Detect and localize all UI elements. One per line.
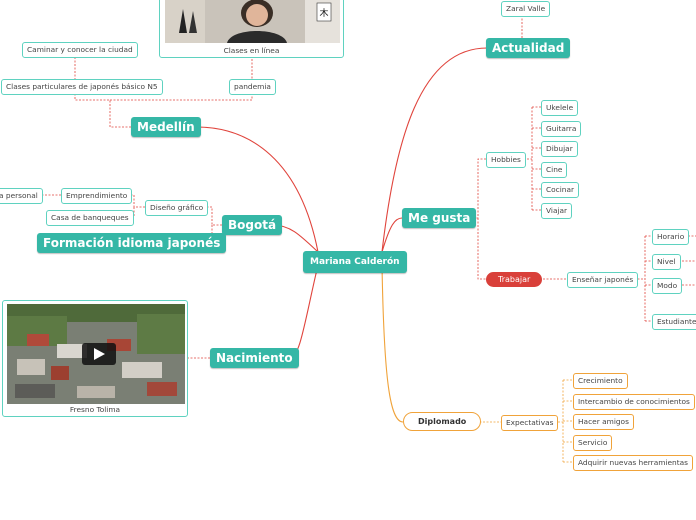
leaf-modo[interactable]: Modo [652, 278, 683, 294]
subtopic-hobbies[interactable]: Hobbies [486, 152, 526, 168]
subtopic-trabajar[interactable]: Trabajar [486, 272, 543, 287]
image-clases-en-linea[interactable]: 木 Clases en línea [159, 0, 344, 58]
leaf-estudiantes[interactable]: Estudiantes [652, 314, 696, 330]
leaf-pandemia[interactable]: pandemia [229, 79, 276, 95]
leaf-hobby-ukelele[interactable]: Ukelele [541, 100, 579, 116]
leaf-emprendimiento[interactable]: Emprendimiento [61, 188, 133, 204]
svg-text:木: 木 [319, 7, 328, 19]
topic-medellin[interactable]: Medellín [131, 117, 201, 137]
subtopic-ensenar-japones[interactable]: Enseñar japonés [567, 272, 639, 288]
topic-actualidad[interactable]: Actualidad [486, 38, 571, 58]
leaf-servicio[interactable]: Servicio [573, 435, 613, 451]
subtopic-expectativas[interactable]: Expectativas [501, 415, 559, 431]
leaf-hobby-viajar[interactable]: Viajar [541, 203, 573, 219]
central-topic[interactable]: Mariana Calderón [303, 251, 407, 273]
subtopic-diseno-grafico[interactable]: Diseño gráfico [145, 200, 209, 216]
leaf-hacer-amigos[interactable]: Hacer amigos [573, 414, 634, 430]
leaf-caminar[interactable]: Caminar y conocer la ciudad [22, 42, 138, 58]
leaf-horario[interactable]: Horario [652, 229, 690, 245]
leaf-herramientas[interactable]: Adquirir nuevas herramientas [573, 455, 694, 471]
leaf-hobby-cocinar[interactable]: Cocinar [541, 182, 580, 198]
leaf-zaral-valle[interactable]: Zaral Valle [501, 1, 551, 17]
image-caption-fresno: Fresno Tolima [69, 405, 121, 414]
leaf-nivel[interactable]: Nivel [652, 254, 681, 270]
leaf-hobby-dibujar[interactable]: Dibujar [541, 141, 578, 157]
leaf-clases-particulares[interactable]: Clases particulares de japonés básico N5 [1, 79, 163, 95]
town-aerial-video [7, 304, 185, 404]
topic-diplomado[interactable]: Diplomado [403, 412, 482, 431]
leaf-crecimiento[interactable]: Crecimiento [573, 373, 628, 389]
video-call-photo: 木 [165, 0, 340, 43]
leaf-hobby-guitarra[interactable]: Guitarra [541, 121, 582, 137]
leaf-casa-banqueques[interactable]: Casa de banqueques [46, 210, 134, 226]
leaf-marca-personal[interactable]: a personal [0, 188, 43, 204]
topic-bogota[interactable]: Bogotá [222, 215, 283, 235]
image-caption-clases: Clases en línea [223, 46, 280, 55]
leaf-intercambio[interactable]: Intercambio de conocimientos [573, 394, 695, 410]
image-fresno-tolima[interactable]: Fresno Tolima [2, 300, 188, 417]
leaf-hobby-cine[interactable]: Cine [541, 162, 568, 178]
topic-nacimiento[interactable]: Nacimiento [210, 348, 299, 368]
topic-formacion-japones[interactable]: Formación idioma japonés [37, 233, 227, 253]
topic-me-gusta[interactable]: Me gusta [402, 208, 477, 228]
